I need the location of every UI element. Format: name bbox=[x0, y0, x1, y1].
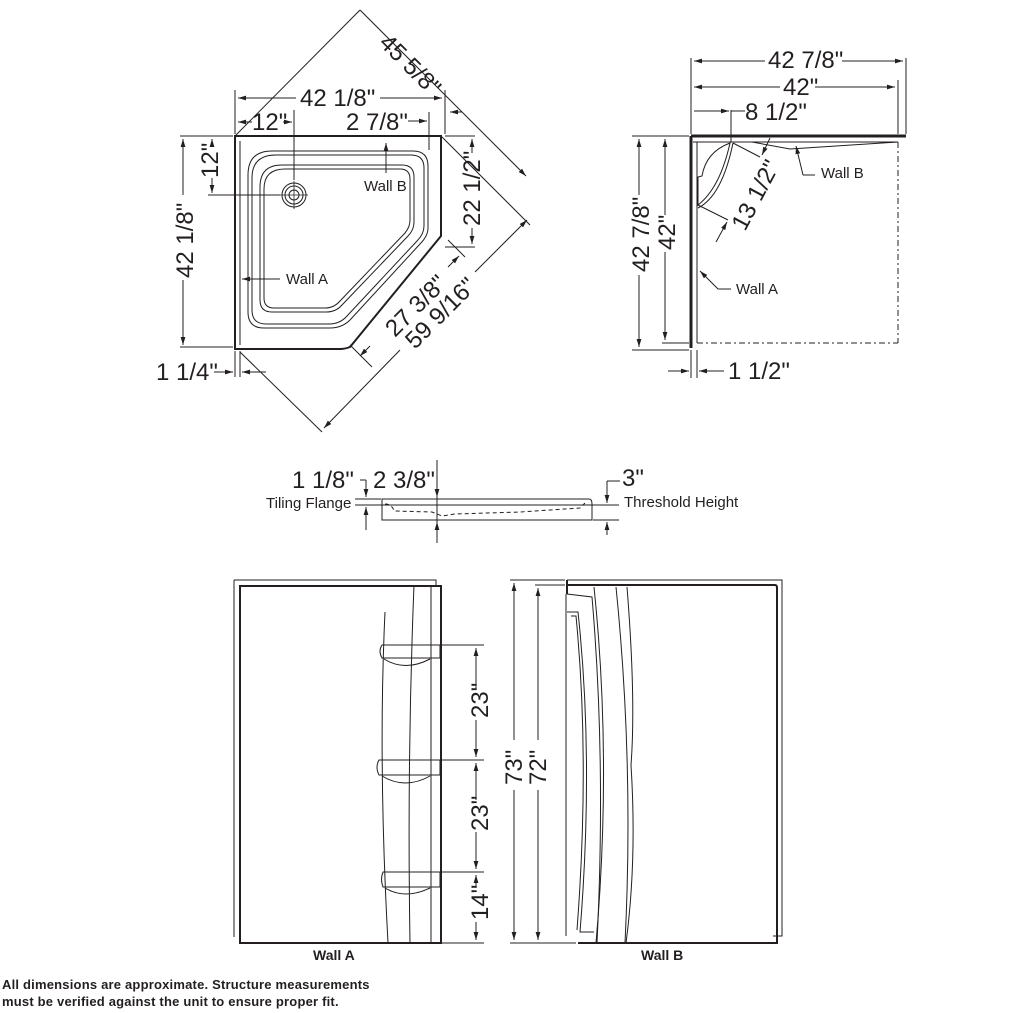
label-wall-a-top: Wall A bbox=[286, 271, 328, 288]
label-wall-b-top: Wall B bbox=[364, 178, 407, 195]
drain-icon bbox=[280, 181, 308, 209]
dim-drain-x: 12" bbox=[252, 109, 287, 136]
dim-plan-width-inner: 42" bbox=[783, 74, 818, 101]
footer-note: All dimensions are approximate. Structur… bbox=[2, 976, 370, 1010]
elevation-wall-a: 23" 23" 14" Wall A bbox=[233, 579, 494, 963]
dim-width-total: 42 1/8" bbox=[300, 85, 375, 112]
dim-plan-width-outer: 42 7/8" bbox=[768, 47, 843, 74]
shelf-middle bbox=[376, 759, 441, 784]
dim-shelf-bottom: 14" bbox=[467, 885, 494, 920]
label-threshold-height: Threshold Height bbox=[624, 494, 739, 511]
dim-diagonal-top: 45 5/8" bbox=[374, 29, 446, 101]
dim-wall-b-height-outer: 73" bbox=[501, 750, 528, 785]
dim-shelf-spacing-1: 23" bbox=[467, 683, 494, 718]
dim-plan-height-inner: 42" bbox=[654, 215, 681, 250]
label-tiling-flange: Tiling Flange bbox=[266, 495, 351, 512]
footer-note-line2: must be verified against the unit to ens… bbox=[2, 994, 339, 1009]
elevation-wall-b: 73" 72" Wall B bbox=[501, 579, 783, 963]
shelf-bottom bbox=[381, 871, 441, 895]
dim-side-right: 22 1/2" bbox=[459, 151, 486, 226]
dim-shelf-radius: 13 1/2" bbox=[726, 156, 785, 235]
dim-drain-y: 12" bbox=[197, 143, 224, 178]
dim-height-total: 42 1/8" bbox=[172, 203, 199, 278]
dim-tiling-flange: 1 1/8" bbox=[292, 467, 354, 494]
caption-wall-a: Wall A bbox=[313, 947, 355, 963]
dim-plan-flange: 1 1/2" bbox=[728, 358, 790, 385]
dim-threshold: 3" bbox=[622, 465, 644, 492]
dim-shelf-offset: 8 1/2" bbox=[745, 99, 807, 126]
dim-wall-b-height-inner: 72" bbox=[525, 750, 552, 785]
label-wall-a-plan: Wall A bbox=[736, 281, 778, 298]
dim-flange-right: 2 7/8" bbox=[346, 109, 408, 136]
footer-note-line1: All dimensions are approximate. Structur… bbox=[2, 977, 370, 992]
dim-flange-left: 1 1/4" bbox=[156, 359, 218, 386]
label-wall-b-plan: Wall B bbox=[821, 165, 864, 182]
dim-drain-depth: 2 3/8" bbox=[373, 467, 435, 494]
dim-shelf-spacing-2: 23" bbox=[467, 796, 494, 831]
dim-plan-height-outer: 42 7/8" bbox=[628, 197, 655, 272]
caption-wall-b: Wall B bbox=[641, 947, 683, 963]
section-view: 1 1/8" Tiling Flange 2 3/8" 3" Threshold… bbox=[266, 460, 739, 543]
top-view-base: 45 5/8" 42 1/8" 12" 2 7/8" 12" 42 1/8" bbox=[156, 9, 531, 433]
plan-view-walls: 42 7/8" 42" 8 1/2" 13 1/2" 42 7/8" 42" 1 bbox=[628, 47, 907, 385]
shelf-top bbox=[379, 644, 441, 666]
